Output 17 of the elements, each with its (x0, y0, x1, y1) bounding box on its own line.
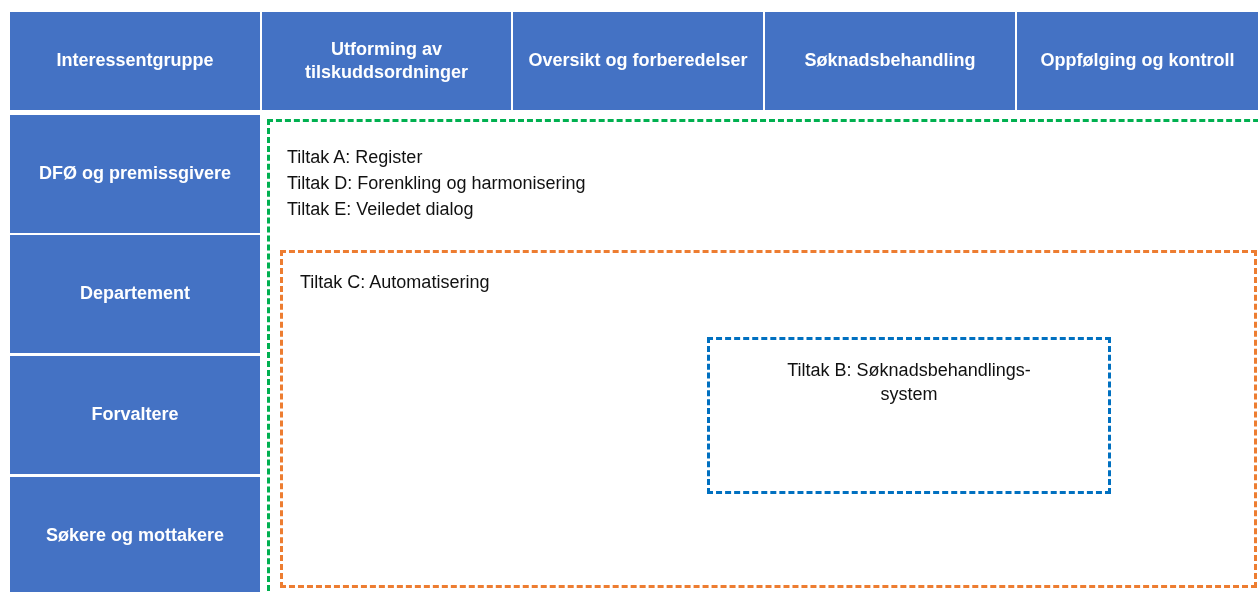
column-header: Utforming av tilskuddsordninger (262, 12, 511, 110)
dashed-region (707, 337, 1111, 494)
row-header: Søkere og mottakere (10, 477, 260, 592)
region-label: Tiltak A: Register (287, 146, 424, 169)
row-header: DFØ og premissgivere (10, 115, 260, 233)
column-header: Oppfølging og kontroll (1017, 12, 1258, 110)
row-header: Departement (10, 235, 260, 353)
region-label: Tiltak D: Forenkling og harmonisering (287, 172, 587, 195)
region-label: Tiltak C: Automatisering (300, 271, 491, 294)
row-header: Forvaltere (10, 356, 260, 474)
dashed-region (280, 250, 1257, 588)
column-header: Interessentgruppe (10, 12, 260, 110)
region-label: Tiltak B: Søknadsbehandlings- system (786, 359, 1032, 406)
dashed-region (267, 119, 1258, 592)
region-label: Tiltak E: Veiledet dialog (287, 198, 475, 221)
column-header: Oversikt og forberedelser (513, 12, 763, 110)
column-header: Søknadsbehandling (765, 12, 1015, 110)
